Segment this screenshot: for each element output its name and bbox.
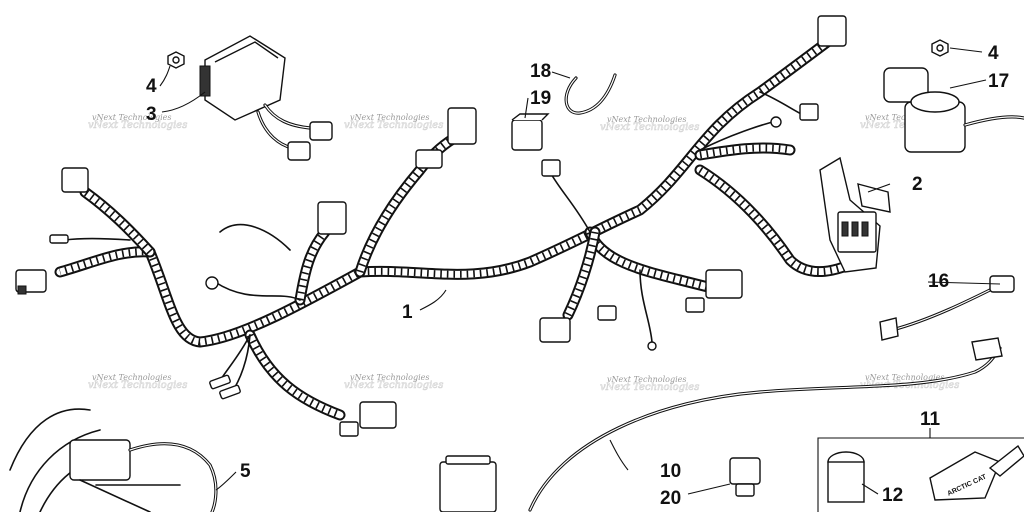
watermark: vNext Technologies [92, 373, 171, 382]
watermark-ghost: vNext Technologies [88, 380, 187, 391]
regulator-connector [287, 141, 311, 161]
fuse-clip [857, 183, 891, 213]
callout-1: 1 [402, 302, 413, 323]
lead-terminal [879, 317, 899, 341]
key-blade [988, 444, 1024, 477]
ring-terminal [647, 341, 657, 351]
callout-4: 4 [146, 76, 157, 97]
nut [167, 51, 185, 69]
watermark-ghost: vNext Technologies [600, 122, 699, 133]
callout-11: 11 [920, 409, 941, 430]
ignition-switch-group: ARCTIC CAT [817, 428, 1024, 512]
watermark: vNext Technologies [607, 115, 686, 124]
module [439, 461, 497, 512]
ground-lead [879, 275, 1015, 341]
watermark: vNext Technologies [92, 113, 171, 122]
cable-terminal [971, 337, 1003, 361]
regulator-fins [199, 65, 211, 97]
watermark-ghost: vNext Technologies [88, 120, 187, 131]
callout-18: 18 [530, 61, 551, 82]
terminal [219, 384, 241, 400]
watermark: vNext Technologies [865, 373, 944, 382]
callout-10: 10 [660, 461, 681, 482]
regulator-connector [309, 121, 333, 141]
ring-terminal [205, 276, 219, 290]
cable-tie [564, 73, 617, 115]
small-connector [729, 457, 761, 497]
harness-connectors [15, 15, 847, 437]
connector-latch [17, 285, 27, 295]
connector [597, 305, 617, 321]
relay [511, 113, 550, 151]
callouts: 1 2 3 4 4 5 10 11 12 16 17 18 19 20 [146, 43, 1009, 509]
watermark: vNext Technologies [350, 373, 429, 382]
fuse-block [819, 156, 881, 273]
connector [339, 421, 359, 437]
callout-12: 12 [882, 485, 903, 506]
long-cable [528, 337, 1003, 512]
terminal [209, 374, 231, 390]
watermark-ghost: vNext Technologies [600, 382, 699, 393]
callout-5: 5 [240, 461, 251, 482]
callout-19: 19 [530, 88, 551, 109]
callout-20: 20 [660, 488, 681, 509]
connector [317, 201, 347, 235]
callout-2: 2 [912, 174, 923, 195]
connector [541, 159, 561, 177]
nut [931, 39, 949, 57]
terminal [49, 234, 69, 244]
relay-connector [447, 107, 477, 145]
watermark: vNext Technologies [350, 113, 429, 122]
key-fob [929, 451, 1001, 501]
engine-assembly [9, 408, 497, 512]
watermark: vNext Technologies [607, 375, 686, 384]
watermark-ghost: vNext Technologies [344, 380, 443, 391]
connector [799, 103, 819, 121]
callout-4: 4 [988, 43, 999, 64]
connector [539, 317, 571, 343]
watermarks: vNext Technologies vNext Technologies vN… [88, 113, 960, 393]
watermark-ghost: vNext Technologies [344, 120, 443, 131]
callout-17: 17 [988, 71, 1009, 92]
voltage-regulator [199, 35, 333, 161]
leader-lines [159, 47, 1001, 495]
switch-barrel [827, 461, 865, 503]
connector [61, 167, 89, 193]
connector [817, 15, 847, 47]
main-wiring-harness [54, 34, 866, 421]
callout-16: 16 [928, 271, 949, 292]
connector [415, 149, 443, 169]
connector [359, 401, 397, 429]
ignition-coil [883, 67, 1024, 153]
ring-terminal [770, 116, 782, 128]
connector [685, 297, 705, 313]
connector [705, 269, 743, 299]
callout-3: 3 [146, 104, 157, 125]
